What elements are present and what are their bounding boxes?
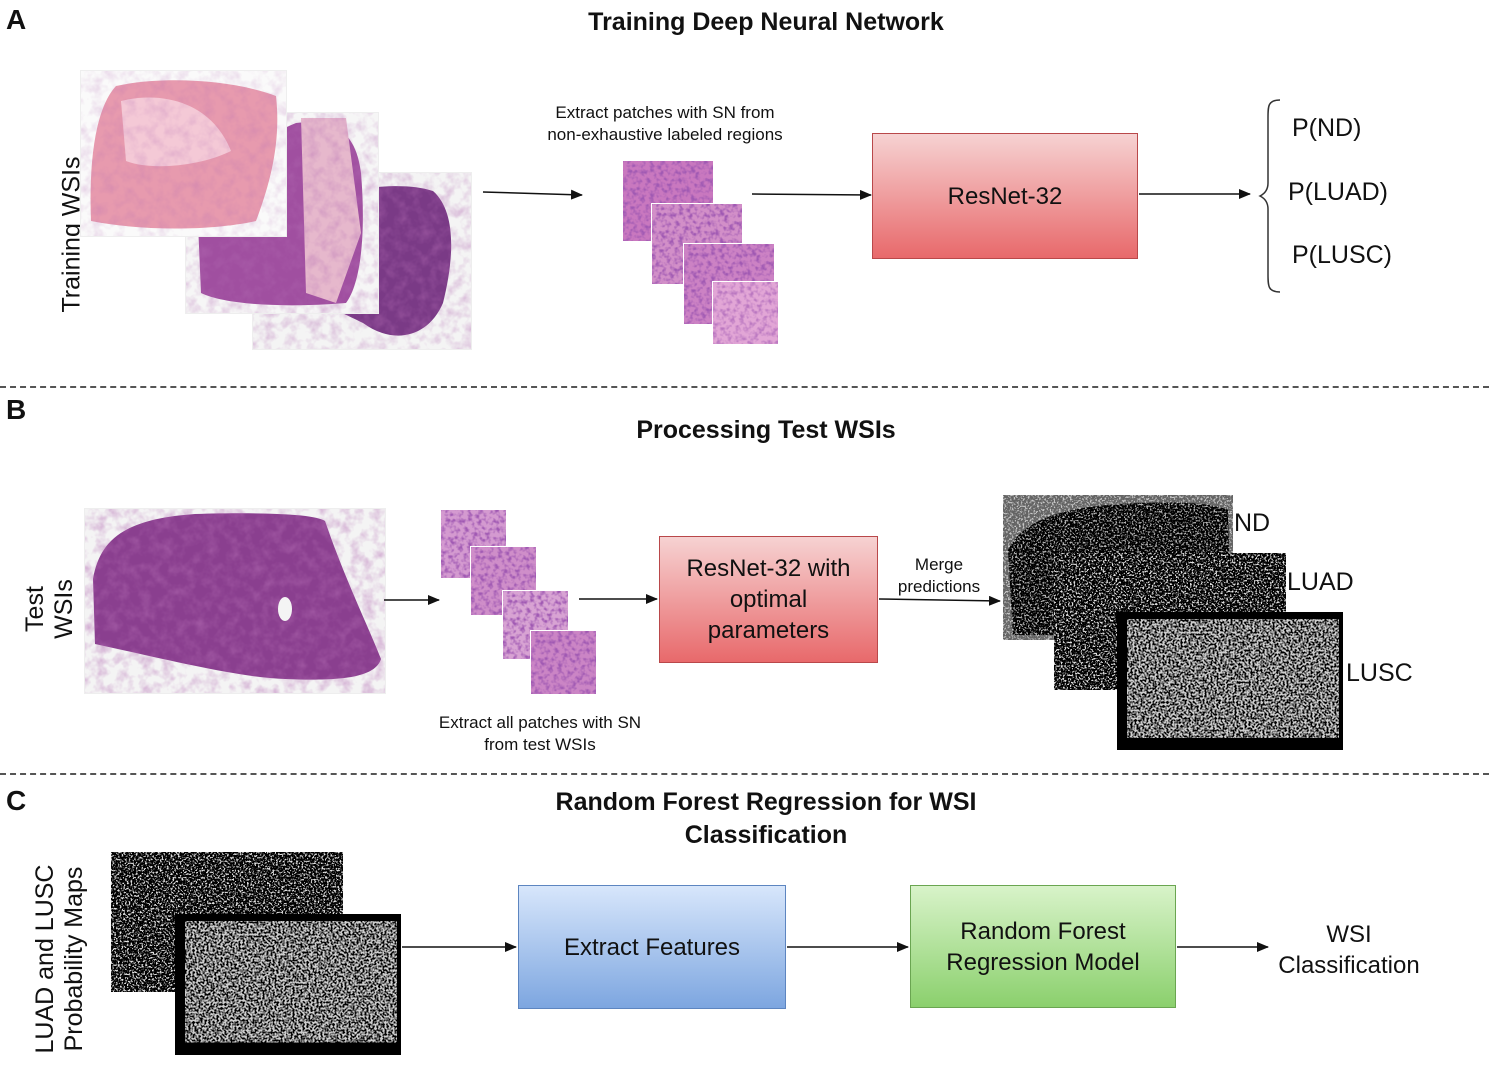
training-slide-1 <box>80 70 287 237</box>
random-forest-label: Random Forest Regression Model <box>946 917 1140 976</box>
panel-a-model-label: ResNet-32 <box>947 182 1063 210</box>
divider-b-c <box>0 773 1489 775</box>
panel-a-caption: Extract patches with SN from non-exhaust… <box>547 103 783 144</box>
training-slide-1-tissue <box>81 71 286 236</box>
random-forest-box: Random Forest Regression Model <box>910 885 1176 1008</box>
map-label-luad: LUAD <box>1287 568 1354 596</box>
output-p-luad: P(LUAD) <box>1288 178 1389 206</box>
panel-c-letter: C <box>6 785 27 816</box>
c-map-lusc <box>175 914 401 1055</box>
divider-a-b <box>0 386 1489 388</box>
test-patch-4 <box>530 630 597 695</box>
panel-c-title: Random Forest Regression for WSI Classif… <box>555 788 977 849</box>
panel-b-side-label: Test WSIs <box>21 579 78 639</box>
arrow-b3 <box>878 595 1001 606</box>
map-lusc <box>1117 612 1343 750</box>
output-p-nd: P(ND) <box>1292 114 1362 142</box>
panel-a-title: Training Deep Neural Network <box>588 8 944 36</box>
arrow-a2 <box>751 189 872 200</box>
train-patch-4 <box>712 281 779 345</box>
panel-b-model-box: ResNet-32 with optimal parameters <box>659 536 878 663</box>
wsi-classification-result: WSI Classification <box>1278 921 1420 979</box>
panel-b-model-label: ResNet-32 with optimal parameters <box>686 555 851 644</box>
output-brace <box>1258 99 1281 293</box>
map-label-lusc: LUSC <box>1346 659 1413 687</box>
arrow-a1 <box>482 189 583 200</box>
merge-label: Merge predictions <box>897 555 981 596</box>
panel-a-model-box: ResNet-32 <box>872 133 1138 259</box>
extract-features-label: Extract Features <box>563 933 741 961</box>
panel-c-side-label: LUAD and LUSC Probability Maps <box>31 864 88 1054</box>
panel-b-caption: Extract all patches with SN from test WS… <box>438 713 642 754</box>
panel-a-letter: A <box>6 4 27 35</box>
test-slide-tissue <box>85 509 385 693</box>
output-p-lusc: P(LUSC) <box>1292 241 1393 269</box>
panel-b-title: Processing Test WSIs <box>636 416 896 444</box>
panel-b-letter: B <box>6 394 27 425</box>
test-slide <box>84 508 386 694</box>
extract-features-box: Extract Features <box>518 885 786 1009</box>
map-label-nd: ND <box>1234 509 1271 537</box>
